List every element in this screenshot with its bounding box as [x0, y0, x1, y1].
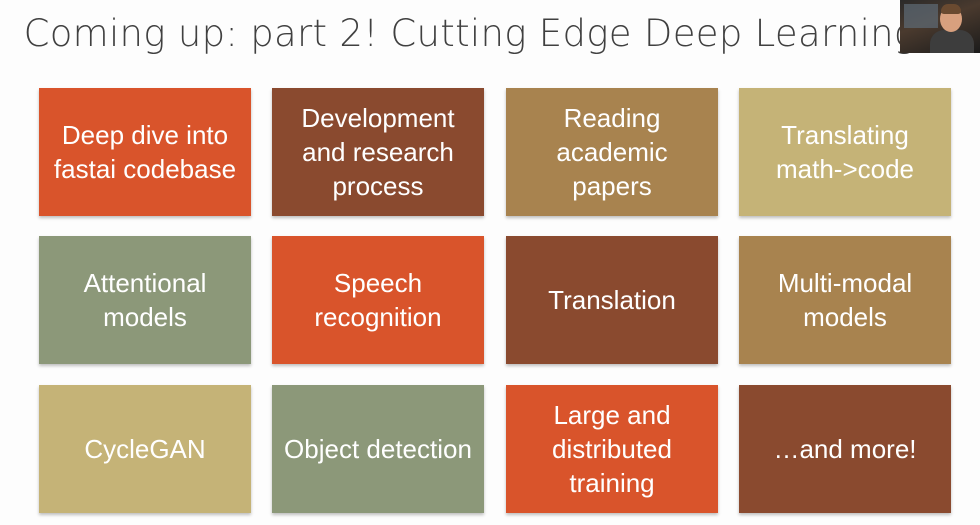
tile-label: Deep dive into fastai codebase: [53, 120, 237, 184]
tile-fastai-codebase: Deep dive into fastai codebase: [39, 88, 251, 216]
tile-development-research: Development and research process: [272, 88, 484, 216]
tile-label: …and more!: [773, 434, 917, 464]
tile-cyclegan: CycleGAN: [39, 385, 251, 513]
tile-object-detection: Object detection: [272, 385, 484, 513]
tile-multi-modal: Multi-modal models: [739, 236, 951, 364]
tile-label: Attentional models: [83, 268, 207, 332]
tile-label: Development and research process: [301, 103, 455, 201]
tile-label: Object detection: [284, 434, 472, 464]
tile-attentional-models: Attentional models: [39, 236, 251, 364]
tile-label: Speech recognition: [314, 268, 442, 332]
tile-reading-papers: Reading academic papers: [506, 88, 718, 216]
presenter-video-icon: [900, 0, 980, 53]
slide-title: Coming up: part 2! Cutting Edge Deep Lea…: [23, 12, 917, 55]
tile-math-to-code: Translating math->code: [739, 88, 951, 216]
tile-label: CycleGAN: [84, 434, 206, 464]
tile-translation: Translation: [506, 236, 718, 364]
tile-label: Translation: [548, 285, 676, 315]
tile-label: Translating math->code: [775, 120, 915, 184]
tile-speech-recognition: Speech recognition: [272, 236, 484, 364]
tile-distributed-training: Large and distributed training: [506, 385, 718, 513]
tile-label: Reading academic papers: [556, 103, 668, 201]
tile-and-more: …and more!: [739, 385, 951, 513]
tile-label: Large and distributed training: [552, 400, 672, 498]
tile-label: Multi-modal models: [777, 268, 913, 332]
